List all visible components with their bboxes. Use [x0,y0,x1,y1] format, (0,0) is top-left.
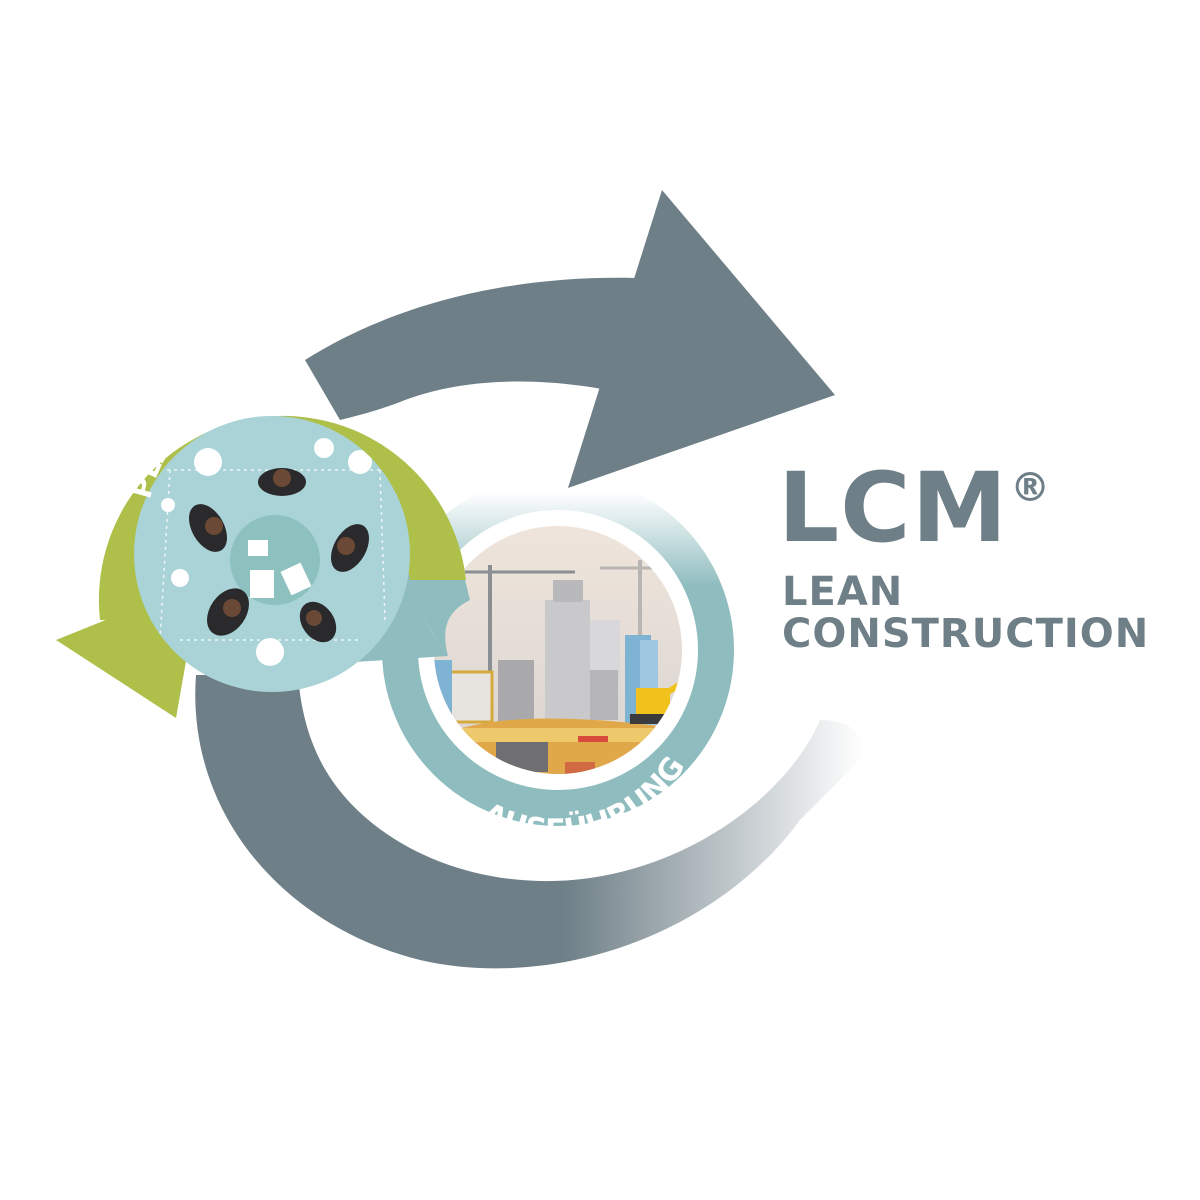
registered-mark: ® [1010,465,1052,511]
logo-subtitle-line1: LEAN [782,569,904,615]
main-arrow-top-arc [305,277,636,420]
main-arrow-bottom-arc [195,675,864,969]
logo-subtitle-line2: CONSTRUCTION [782,611,1150,657]
main-cycle-arrow [195,190,864,969]
logo-title: LCM® [778,460,1051,556]
execution-cycle: AUSFÜHRUNG [308,474,734,848]
construction-site-icon [434,526,682,774]
logo-title-text: LCM [778,452,1009,564]
main-arrow-head-icon [568,190,835,488]
meeting-table-icon [134,416,410,692]
